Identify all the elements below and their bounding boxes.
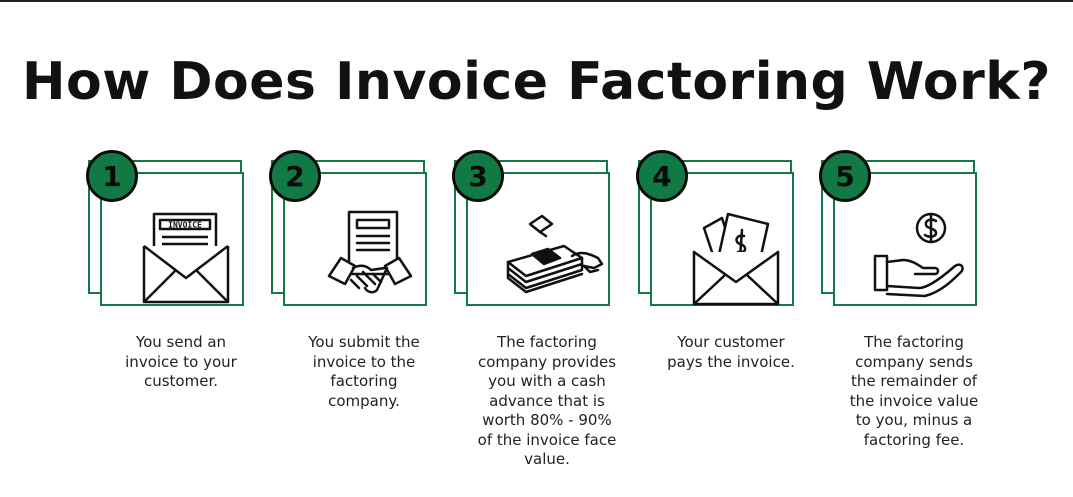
step-number-badge: 5 bbox=[819, 150, 871, 202]
step-caption: Your customer pays the invoice. bbox=[667, 333, 795, 371]
step-number-badge: 4 bbox=[636, 150, 688, 202]
step-number-badge: 3 bbox=[452, 150, 504, 202]
invoice-label: INVOICE bbox=[168, 221, 202, 230]
step-caption: You submit the invoice to the factoring … bbox=[308, 333, 420, 410]
step-frame-inner bbox=[283, 172, 427, 306]
handshake-document-icon bbox=[327, 210, 413, 294]
invoice-envelope-icon: INVOICE bbox=[142, 212, 230, 304]
step-5: 5 The factoring company sends the remain… bbox=[819, 150, 1009, 490]
step-number-badge: 2 bbox=[269, 150, 321, 202]
step-number-badge: 1 bbox=[86, 150, 138, 202]
step-1: INVOICE 1 You send an invoice to your cu… bbox=[86, 150, 276, 490]
step-frame-inner bbox=[833, 172, 977, 306]
money-envelope-icon bbox=[692, 212, 780, 306]
step-caption: The factoring company sends the remainde… bbox=[849, 333, 979, 449]
top-border-line bbox=[0, 0, 1073, 2]
step-caption: You send an invoice to your customer. bbox=[125, 333, 237, 390]
page-title: How Does Invoice Factoring Work? bbox=[21, 52, 1051, 112]
dollar-coin-hand-icon bbox=[873, 212, 964, 298]
step-frame-inner: INVOICE bbox=[100, 172, 244, 306]
step-2: 2 You submit the invoice to the factorin… bbox=[269, 150, 459, 490]
cash-stack-hand-icon bbox=[506, 214, 604, 294]
step-frame-inner bbox=[650, 172, 794, 306]
step-3: 3 The factoring company provides you wit… bbox=[452, 150, 642, 490]
step-caption: The factoring company provides you with … bbox=[477, 333, 617, 468]
step-4: 4 Your customer pays the invoice. bbox=[636, 150, 826, 490]
